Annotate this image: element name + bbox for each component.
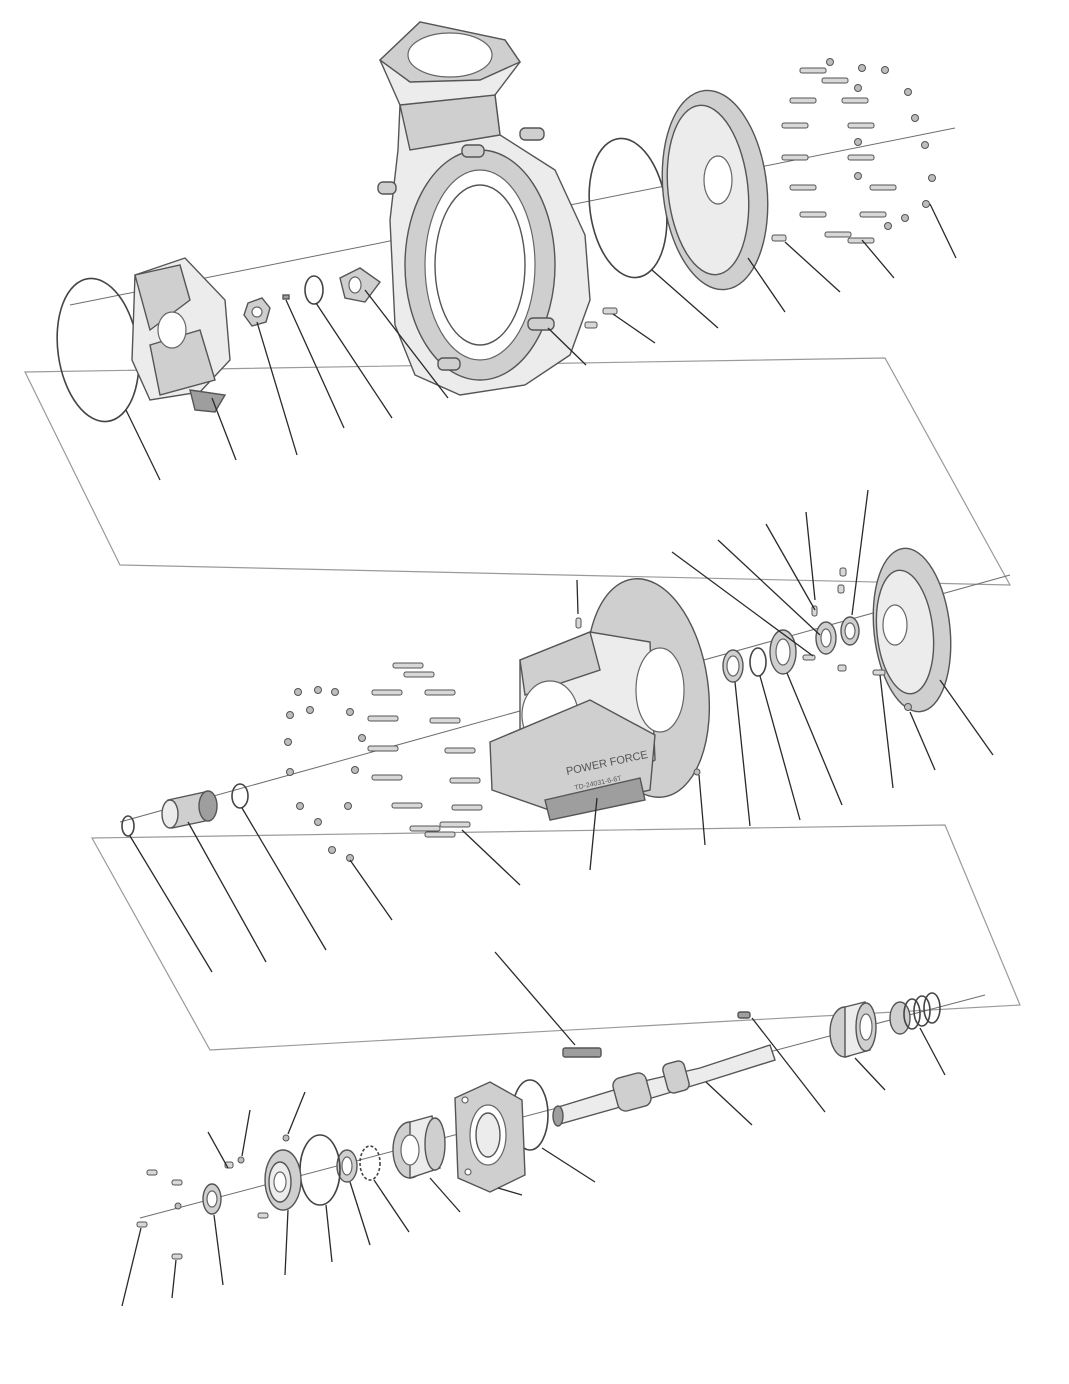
shaft-o-ring-right <box>231 783 249 809</box>
impeller-nut <box>243 297 271 327</box>
assembly-planes <box>24 357 1021 1051</box>
wet-end-group <box>56 21 957 481</box>
volute-casing <box>377 21 591 396</box>
inboard-bearing <box>829 1001 877 1058</box>
mechanical-seal-parts <box>722 567 860 683</box>
shaft-key <box>737 1011 751 1019</box>
bearing-lockwasher <box>359 1145 381 1181</box>
seal-housing <box>837 547 952 713</box>
bearing-frame-casting: POWER FORCE TD-24031-6-6T <box>489 578 711 821</box>
leader-lines-top <box>125 203 957 481</box>
bearing-housing <box>454 1081 526 1193</box>
inboard-seal-spring <box>889 992 941 1035</box>
leader-lines-middle <box>129 489 994 973</box>
frame-nuts <box>284 686 366 862</box>
casing-drain-plugs <box>584 307 618 329</box>
bearing-frame-group: POWER FORCE TD-24031-6-6T <box>121 489 994 973</box>
bearing-end-cover <box>264 1149 302 1211</box>
leader-lines-bottom <box>121 1017 946 1307</box>
pump-shaft <box>552 1044 776 1127</box>
oil-seal <box>202 1183 222 1215</box>
frame-screws <box>575 617 701 776</box>
plane-wet-end <box>24 357 1012 586</box>
impeller-o-ring <box>304 275 324 305</box>
plane-bearing-frame <box>90 824 1021 1051</box>
seal-o-ring <box>749 647 767 677</box>
impeller <box>131 257 231 413</box>
shaft-sleeve <box>161 790 218 829</box>
outboard-bearing <box>392 1115 446 1179</box>
rotating-assembly-group <box>121 951 946 1307</box>
bearing-locknut <box>336 1149 358 1183</box>
end-cover-bolts <box>136 1134 290 1260</box>
coupling-key <box>494 951 602 1058</box>
casing-nuts <box>826 58 936 230</box>
impeller-key <box>282 294 290 300</box>
casing-studs <box>771 67 897 244</box>
casing-cover <box>661 89 769 291</box>
frame-studs <box>367 662 483 838</box>
impeller-sleeve <box>339 267 381 303</box>
casing-cover-gasket <box>588 137 668 279</box>
shaft-o-ring-left <box>121 815 135 837</box>
